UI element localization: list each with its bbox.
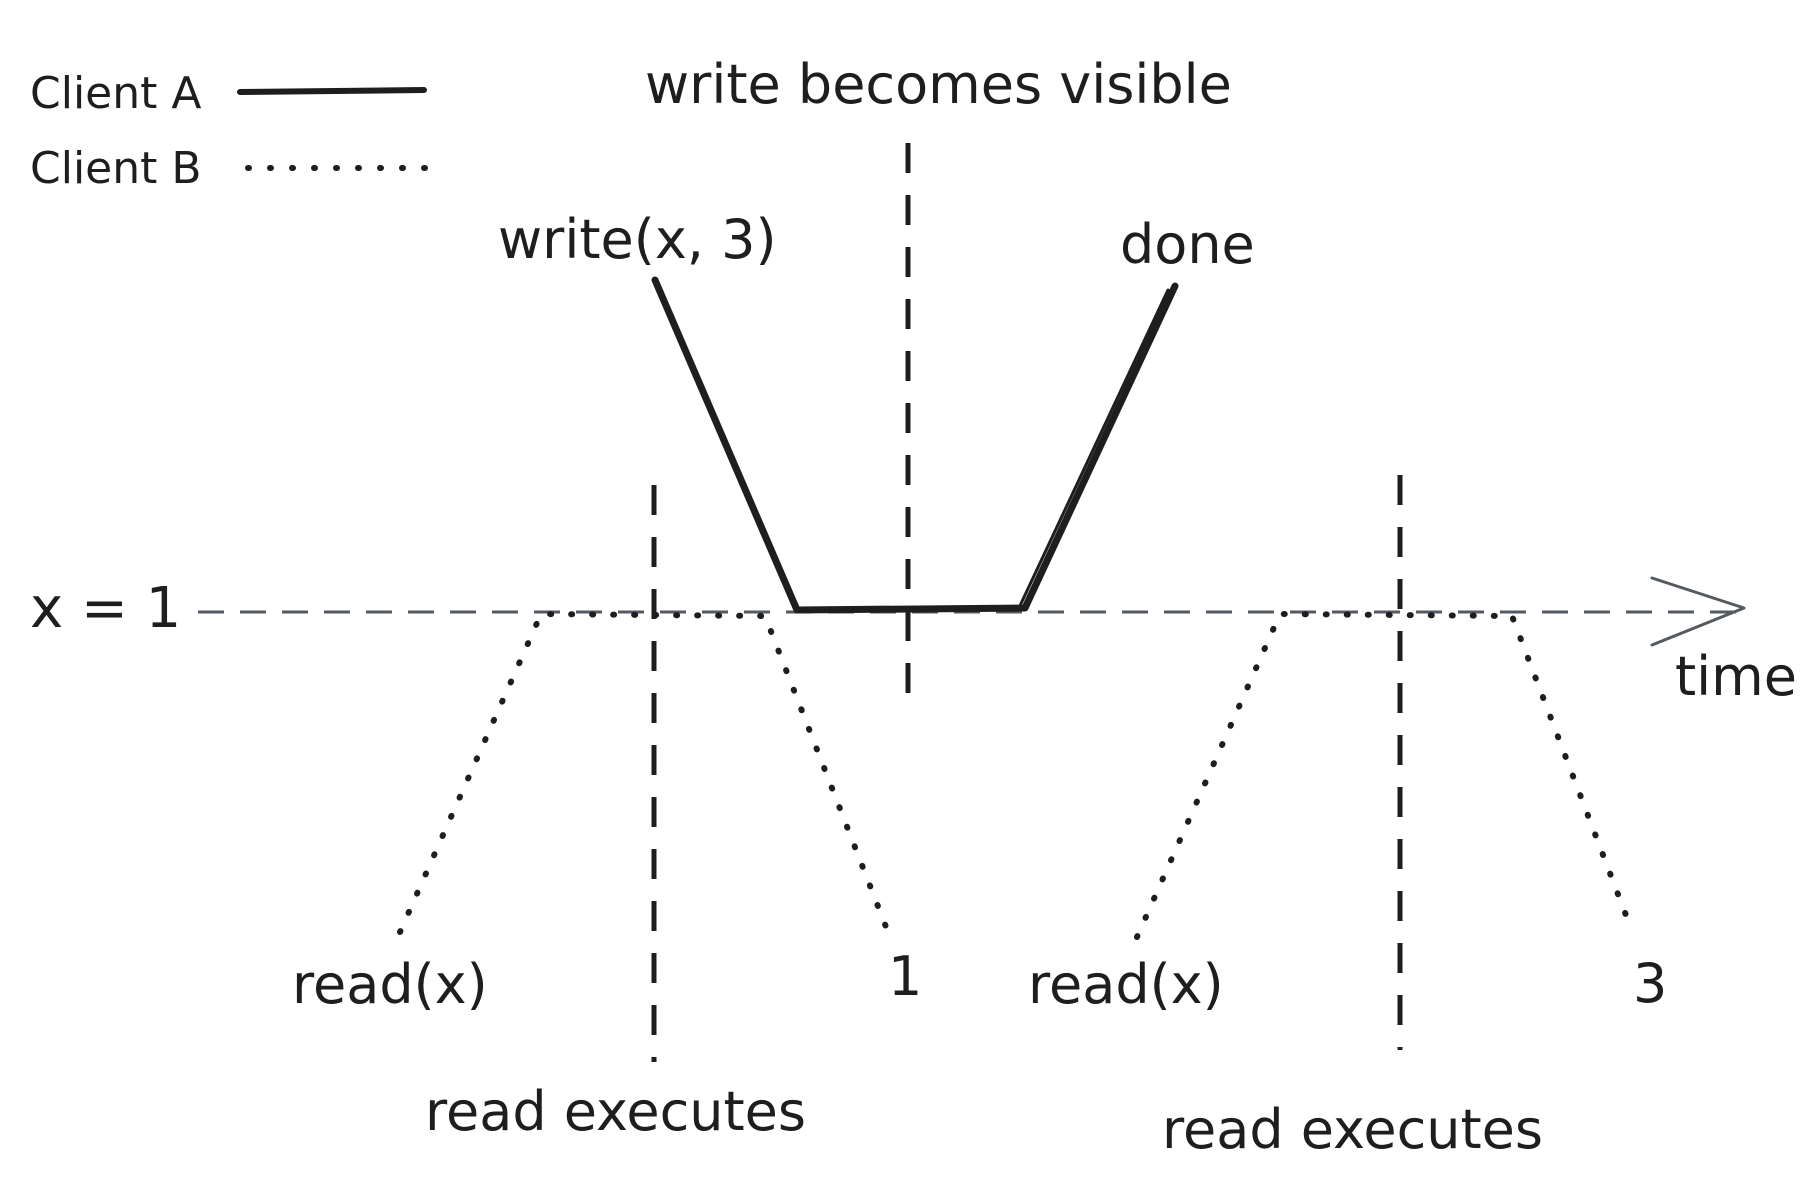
legend-client-a-label: Client A [30, 68, 201, 119]
read1-call-label: read(x) [292, 953, 488, 1016]
read2-result-label: 3 [1633, 952, 1667, 1015]
legend: Client A Client B [30, 68, 431, 194]
write-visible-label: write becomes visible [645, 53, 1232, 116]
write-call-label: write(x, 3) [498, 208, 777, 271]
client-a-write-sketch-stroke [1016, 288, 1170, 612]
read1-result-label: 1 [888, 945, 922, 1008]
time-label: time [1675, 645, 1797, 708]
client-b-read1-path [397, 611, 891, 935]
axis-value-label: x = 1 [30, 576, 181, 641]
client-b-read2-path [1134, 611, 1635, 940]
read1-executes-label: read executes [425, 1080, 806, 1143]
legend-client-a-solid-line [237, 87, 427, 95]
write-done-label: done [1120, 213, 1255, 276]
client-a-write-path [651, 276, 1179, 614]
time-axis: x = 1 time [30, 576, 1797, 708]
time-axis-arrowhead [1650, 576, 1746, 647]
read2-executes-label: read executes [1162, 1098, 1543, 1161]
read2-call-label: read(x) [1028, 953, 1224, 1016]
legend-client-b-label: Client B [30, 143, 202, 194]
